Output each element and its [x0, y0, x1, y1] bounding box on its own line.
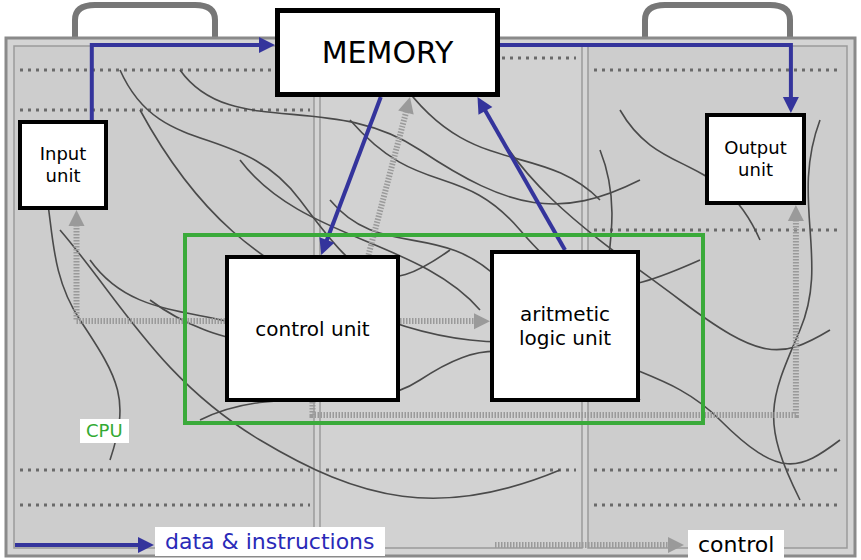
alu-box: aritmetic logic unit	[490, 250, 640, 402]
legend-sample	[15, 537, 154, 553]
arrowhead	[474, 313, 490, 329]
panel-handle	[645, 5, 790, 60]
legend-sample	[495, 537, 684, 553]
connector-line	[92, 45, 263, 120]
arrowhead	[398, 97, 413, 115]
unit-label: control unit	[255, 317, 369, 341]
connector-line	[326, 97, 381, 244]
unit-label: aritmetic logic unit	[509, 302, 621, 350]
unit-label: Input unit	[31, 143, 95, 186]
memory-box: MEMORY	[275, 8, 500, 97]
socket-rows	[20, 58, 842, 505]
control-arrow	[369, 97, 414, 255]
legend-control-label: control	[688, 530, 784, 559]
legend-data-label: data & instructions	[155, 527, 385, 556]
data-arrow	[319, 97, 380, 255]
arrowhead	[69, 210, 85, 226]
cpu-label: CPU	[80, 419, 129, 443]
control-arrow	[69, 210, 226, 321]
control-unit-box: control unit	[225, 255, 400, 402]
arrowhead	[259, 37, 275, 53]
connector-line	[484, 107, 566, 250]
connector-line	[500, 45, 791, 101]
arrowhead	[319, 237, 334, 255]
arrowhead	[783, 97, 799, 113]
unit-label: Output unit	[718, 137, 794, 180]
data-arrow	[92, 37, 275, 120]
panel-handle	[75, 5, 215, 60]
patch-wires	[30, 70, 840, 500]
connector-line	[400, 318, 478, 324]
control-arrow	[400, 313, 490, 329]
input-unit-box: Input unit	[18, 120, 108, 210]
panel-frame	[6, 38, 855, 556]
arrowhead	[478, 97, 493, 115]
cpu-box: CPUcontrol unitaritmetic logic unit	[183, 233, 705, 425]
data-arrow	[478, 97, 566, 250]
unit-label: MEMORY	[322, 35, 454, 71]
data-arrow	[500, 45, 799, 113]
arrowhead	[788, 205, 804, 221]
output-unit-box: Output unit	[705, 113, 806, 205]
